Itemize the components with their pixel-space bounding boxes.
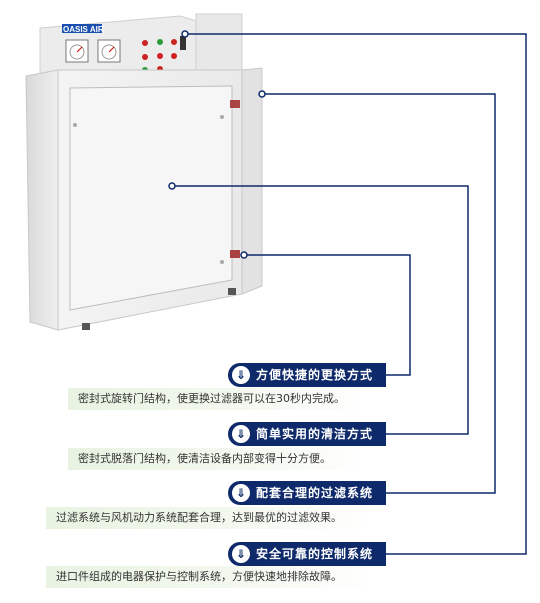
feature-title-3: ⇓ 配套合理的过滤系统 — [228, 481, 386, 505]
feature-title-text: 安全可靠的控制系统 — [256, 547, 374, 561]
arrow-down-circle-icon: ⇓ — [232, 545, 250, 563]
feature-title-2: ⇓ 简单实用的清洁方式 — [228, 422, 386, 446]
feature-title-1: ⇓ 方便快捷的更换方式 — [228, 363, 386, 387]
arrow-down-circle-icon: ⇓ — [232, 425, 250, 443]
feature-title-text: 简单实用的清洁方式 — [256, 427, 374, 441]
indicator-buttons — [142, 39, 177, 73]
cabinet-door — [69, 85, 233, 311]
arrow-down-circle-icon: ⇓ — [232, 484, 250, 502]
arrow-down-circle-icon: ⇓ — [232, 366, 250, 384]
feature-desc-4: 进口件组成的电器保护与控制系统，方便快速地排除故障。 — [46, 566, 376, 588]
feature-title-text: 配套合理的过滤系统 — [256, 486, 374, 500]
feature-title-4: ⇓ 安全可靠的控制系统 — [228, 542, 386, 566]
power-switch — [180, 36, 186, 50]
feature-desc-3: 过滤系统与风机动力系统配套合理，达到最优的过滤效果。 — [46, 507, 376, 529]
feature-desc-1: 密封式旋转门结构，使更换过滤器可以在30秒内完成。 — [68, 388, 368, 410]
feature-title-text: 方便快捷的更换方式 — [256, 368, 374, 382]
feature-desc-2: 密封式脱落门结构，使清洁设备内部变得十分方便。 — [68, 448, 368, 470]
brand-label: OASIS AIR — [63, 25, 104, 34]
